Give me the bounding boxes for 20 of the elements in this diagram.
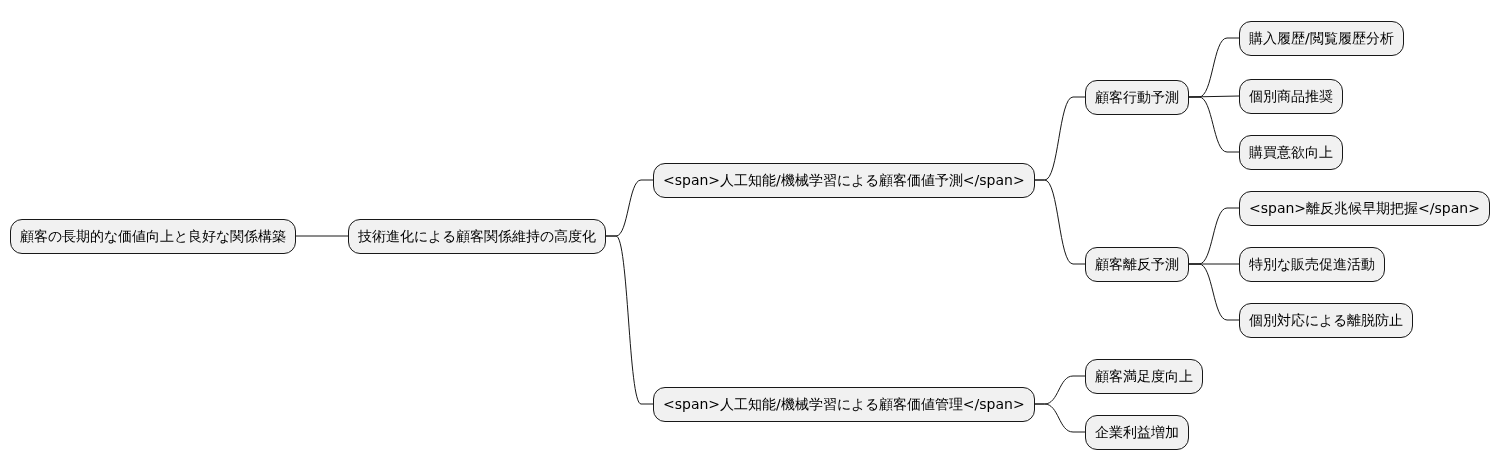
topic-box: 顧客離反予測: [1085, 246, 1189, 282]
topic-box: 企業利益増加: [1085, 414, 1189, 450]
connector-line: [1188, 263, 1240, 321]
topic-box: 顧客の長期的な価値向上と良好な関係構築: [10, 218, 296, 254]
connector-line: [1034, 403, 1086, 433]
topic-box: 個別対応による離脱防止: [1239, 302, 1413, 338]
topic-box: 特別な販売促進活動: [1239, 246, 1385, 282]
topic-box: <span>人工知能/機械学習による顧客価値管理</span>: [653, 386, 1035, 422]
connector-line: [1188, 96, 1240, 153]
topic-box: <span>人工知能/機械学習による顧客価値予測</span>: [653, 162, 1035, 198]
topic-box: 購入履歴/閲覧履歴分析: [1239, 20, 1404, 56]
topic-box: 技術進化による顧客関係維持の高度化: [348, 218, 606, 254]
connector-line: [605, 235, 654, 405]
connector-line: [1034, 179, 1086, 265]
connector-line: [295, 235, 349, 237]
topic-box: <span>離反兆候早期把握</span>: [1239, 190, 1490, 226]
topic-box: 個別商品推奨: [1239, 78, 1343, 114]
topic-box: 顧客行動予測: [1085, 79, 1189, 115]
topic-box: 顧客満足度向上: [1085, 358, 1203, 394]
topic-box: 購買意欲向上: [1239, 134, 1343, 170]
